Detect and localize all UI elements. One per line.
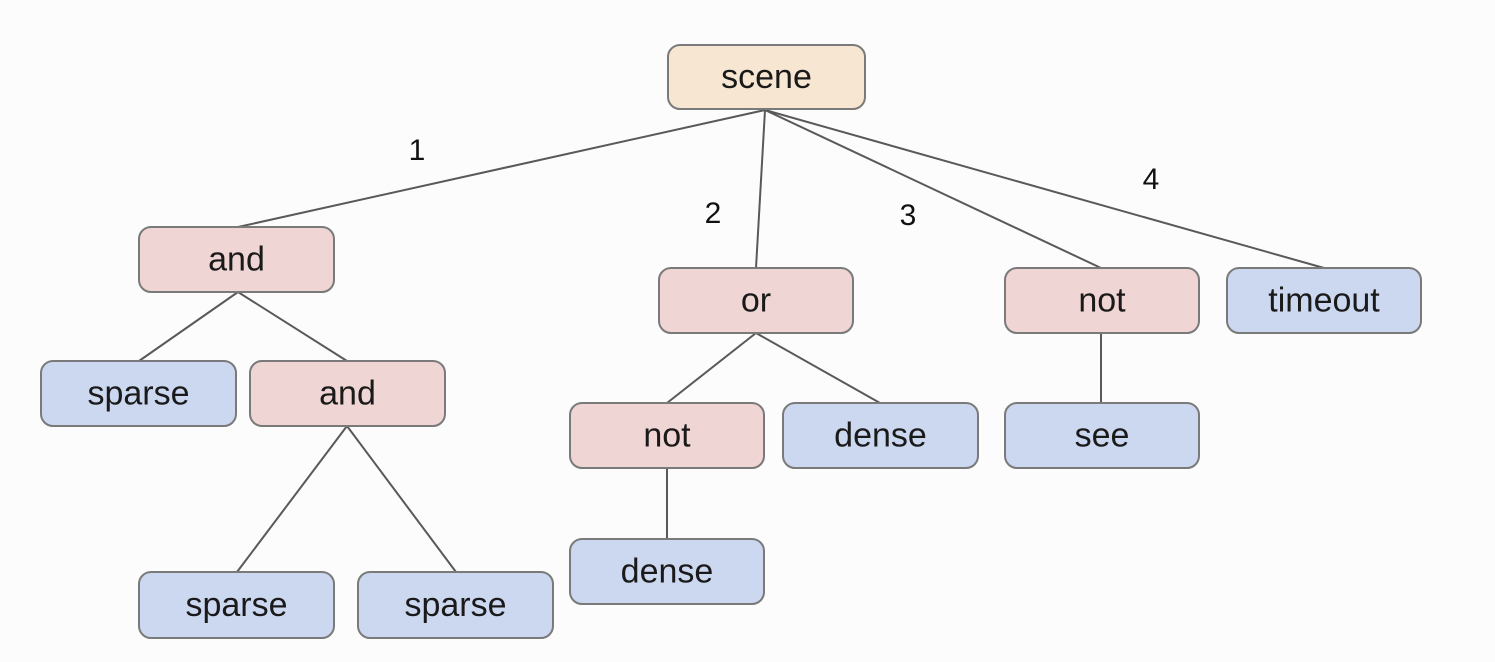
edge-label-2: 2 <box>705 197 722 230</box>
node-label-scene: scene <box>721 58 812 96</box>
node-box-dense1[interactable] <box>782 402 979 469</box>
tree-edge-scene-to-and1 <box>237 109 766 228</box>
node-label-dense2: dense <box>621 552 714 590</box>
edge-label-1: 1 <box>409 134 426 167</box>
node-box-not1[interactable] <box>1004 267 1200 334</box>
tree-node-and2[interactable]: and <box>249 360 446 427</box>
node-label-sparse1: sparse <box>87 374 189 412</box>
tree-node-or1[interactable]: or <box>658 267 854 334</box>
tree-edge-and2-to-sparse2 <box>236 425 348 573</box>
node-box-not2[interactable] <box>569 402 765 469</box>
tree-edge-and2-to-sparse3 <box>346 425 457 573</box>
tree-node-see1[interactable]: see <box>1004 402 1200 469</box>
node-layer: scene and or not timeout sparse and not dense see… <box>40 44 1422 639</box>
edge-layer <box>138 109 1325 573</box>
tree-edge-scene-to-timeout1 <box>764 109 1325 269</box>
node-box-sparse2[interactable] <box>138 571 335 639</box>
tree-edge-or1-to-dense1 <box>755 332 881 404</box>
node-label-not2: not <box>643 416 691 454</box>
tree-edge-scene-to-not1 <box>764 109 1102 269</box>
node-label-sparse3: sparse <box>404 586 506 624</box>
node-label-timeout1: timeout <box>1268 281 1380 319</box>
node-box-dense2[interactable] <box>569 538 765 605</box>
tree-node-not1[interactable]: not <box>1004 267 1200 334</box>
tree-node-dense1[interactable]: dense <box>782 402 979 469</box>
node-label-dense1: dense <box>834 416 927 454</box>
node-label-see1: see <box>1075 416 1130 454</box>
node-box-see1[interactable] <box>1004 402 1200 469</box>
node-box-and1[interactable] <box>138 226 335 293</box>
tree-node-timeout1[interactable]: timeout <box>1226 267 1422 334</box>
node-label-not1: not <box>1078 281 1126 319</box>
node-box-timeout1[interactable] <box>1226 267 1422 334</box>
tree-edge-and1-to-and2 <box>237 291 348 362</box>
tree-node-scene[interactable]: scene <box>667 44 866 110</box>
tree-edge-scene-to-or1 <box>755 109 766 269</box>
tree-node-and1[interactable]: and <box>138 226 335 293</box>
node-label-and1: and <box>208 240 265 278</box>
tree-node-dense2[interactable]: dense <box>569 538 765 605</box>
tree-node-sparse1[interactable]: sparse <box>40 360 237 427</box>
edge-label-3: 3 <box>900 199 917 232</box>
node-box-and2[interactable] <box>249 360 446 427</box>
node-box-sparse3[interactable] <box>357 571 554 639</box>
edge-label-layer: 1 2 3 4 <box>409 134 1160 232</box>
node-label-or1: or <box>741 281 771 319</box>
node-label-sparse2: sparse <box>185 586 287 624</box>
tree-node-sparse2[interactable]: sparse <box>138 571 335 639</box>
node-box-scene[interactable] <box>667 44 866 110</box>
node-label-and2: and <box>319 374 376 412</box>
tree-edge-or1-to-not2 <box>666 332 757 404</box>
node-box-or1[interactable] <box>658 267 854 334</box>
tree-node-sparse3[interactable]: sparse <box>357 571 554 639</box>
edge-label-4: 4 <box>1143 163 1160 196</box>
node-box-sparse1[interactable] <box>40 360 237 427</box>
tree-node-not2[interactable]: not <box>569 402 765 469</box>
tree-edge-and1-to-sparse1 <box>138 291 239 362</box>
